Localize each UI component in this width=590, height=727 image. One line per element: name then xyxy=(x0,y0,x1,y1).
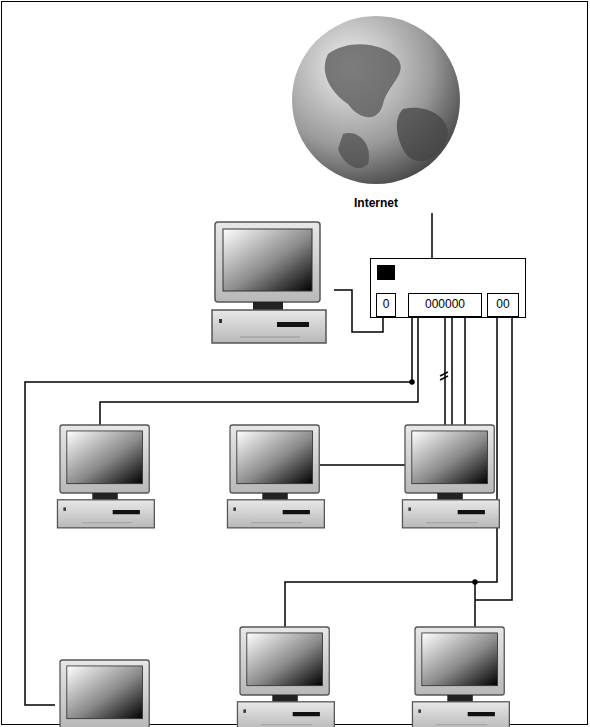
router-box: 000000000 xyxy=(370,258,526,318)
globe-shape xyxy=(288,14,464,210)
network-wires xyxy=(25,290,512,705)
network-link xyxy=(431,213,433,258)
computer-icons xyxy=(57,222,509,727)
status-led xyxy=(377,265,395,280)
computer-icon xyxy=(57,660,154,727)
network-label: Internet xyxy=(288,196,464,210)
computer-icon xyxy=(237,627,334,727)
port-label: 0 xyxy=(376,293,396,317)
computer-icon xyxy=(227,425,324,528)
internet-globe: Internet xyxy=(288,14,464,210)
computer-icon xyxy=(57,425,154,528)
port-label: 000000 xyxy=(408,293,482,317)
computer-icon xyxy=(402,425,499,528)
computer-icon xyxy=(412,627,509,727)
computer-icon xyxy=(212,222,326,343)
port-label: 00 xyxy=(487,293,519,317)
